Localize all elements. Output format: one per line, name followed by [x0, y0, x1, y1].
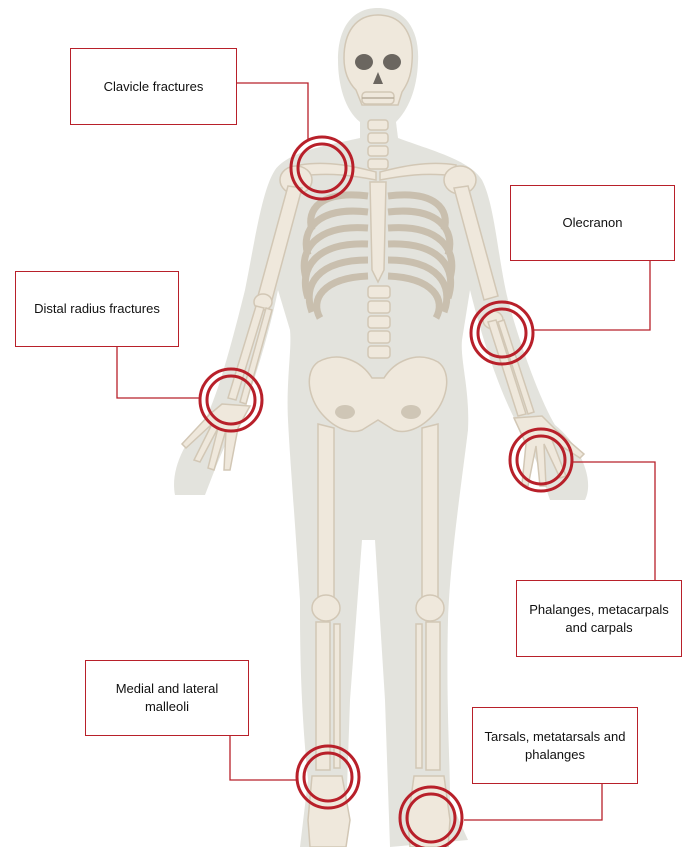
label-distal-radius-fractures: Distal radius fractures — [15, 271, 179, 347]
lumbar-vertebra — [368, 331, 390, 343]
obturator-right — [401, 405, 421, 419]
label-text: Medial and lateral malleoli — [94, 680, 240, 716]
leader-radius — [117, 347, 200, 398]
label-phalanges-metacarpals-carpals: Phalanges, metacarpals and carpals — [516, 580, 682, 657]
label-text: Phalanges, metacarpals and carpals — [525, 601, 673, 637]
femur-left — [318, 424, 334, 598]
lumbar-vertebra — [368, 286, 390, 298]
leader-clavicle — [237, 83, 308, 140]
label-text: Clavicle fractures — [104, 78, 204, 96]
knee-left — [312, 595, 340, 621]
cervical-vertebra — [368, 120, 388, 130]
lumbar-vertebra — [368, 316, 390, 328]
leader-tarsals — [464, 784, 602, 820]
label-tarsals-metatarsals-phalanges: Tarsals, metatarsals and phalanges — [472, 707, 638, 784]
tibia-right — [426, 622, 440, 770]
eye-socket-left — [355, 54, 373, 70]
fibula-right — [416, 624, 422, 768]
label-clavicle-fractures: Clavicle fractures — [70, 48, 237, 125]
cervical-vertebra — [368, 133, 388, 143]
label-text: Distal radius fractures — [34, 300, 160, 318]
label-medial-lateral-malleoli: Medial and lateral malleoli — [85, 660, 249, 736]
cervical-vertebra — [368, 146, 388, 156]
eye-socket-right — [383, 54, 401, 70]
lumbar-vertebra — [368, 301, 390, 313]
foot-left — [308, 776, 350, 847]
cervical-vertebra — [368, 159, 388, 169]
femur-right — [422, 424, 438, 598]
label-text: Tarsals, metatarsals and phalanges — [481, 728, 629, 764]
leader-olecranon — [532, 261, 650, 330]
obturator-left — [335, 405, 355, 419]
leader-malleoli — [230, 736, 298, 780]
label-text: Olecranon — [563, 214, 623, 232]
sternum — [370, 182, 386, 282]
knee-right — [416, 595, 444, 621]
lumbar-vertebra — [368, 346, 390, 358]
label-olecranon: Olecranon — [510, 185, 675, 261]
